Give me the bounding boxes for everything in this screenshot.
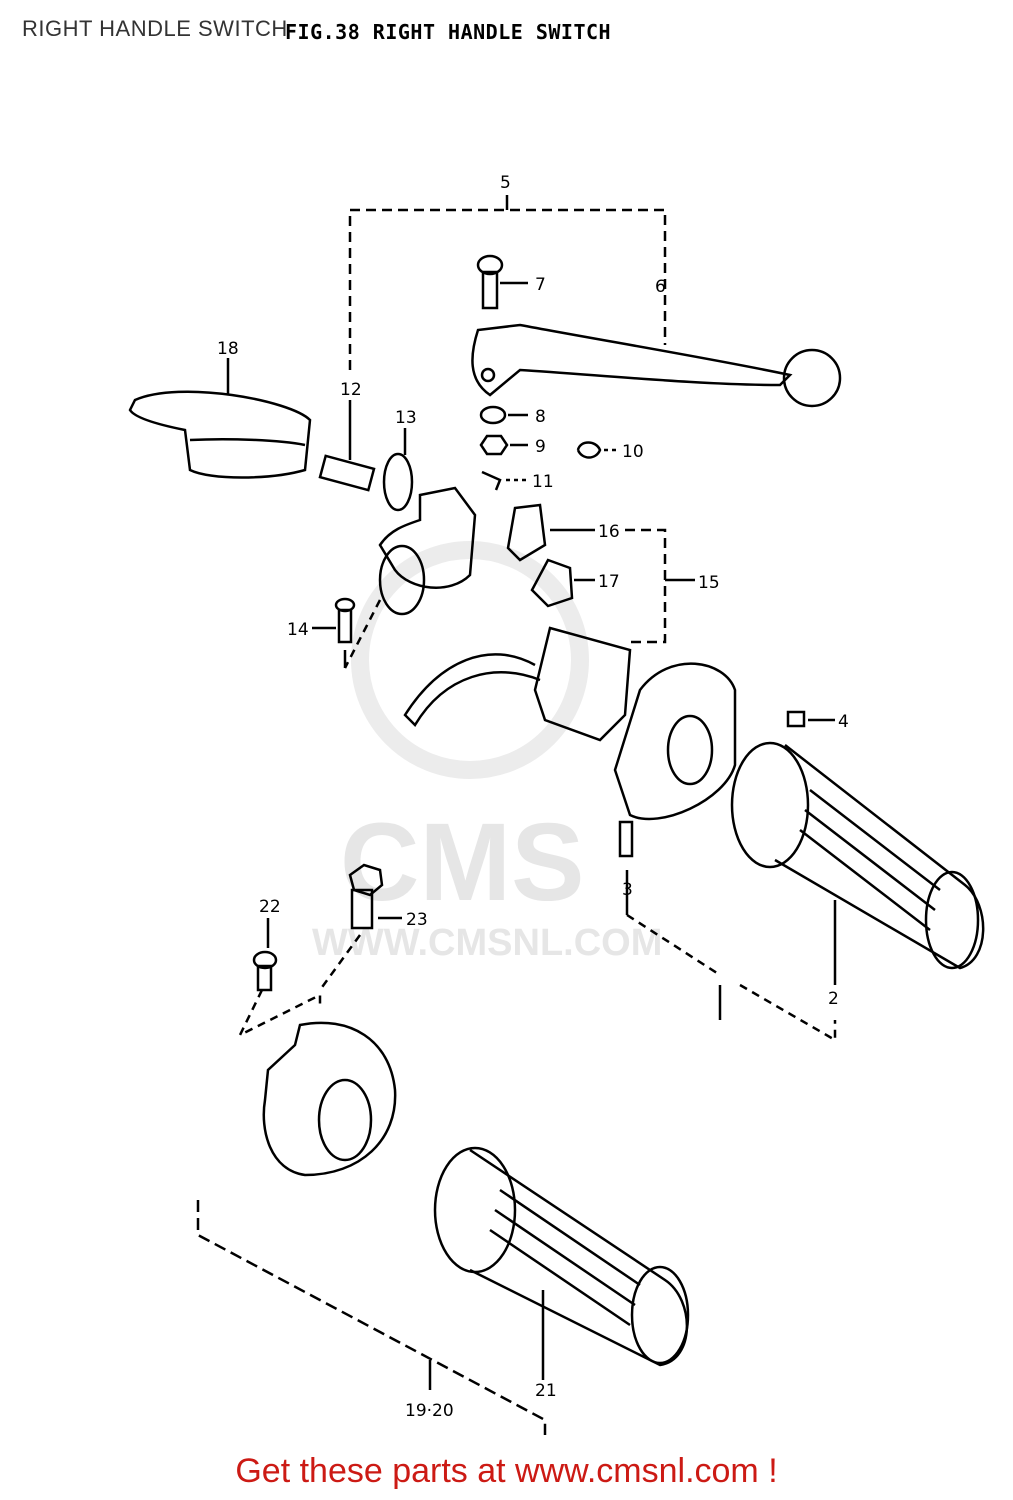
part-label-19-20: 19·20 bbox=[405, 1401, 454, 1421]
bracket-screw-part bbox=[334, 597, 356, 644]
part-label-14: 14 bbox=[287, 620, 309, 640]
screw-3-part bbox=[618, 820, 634, 858]
part-label-15: 15 bbox=[698, 573, 720, 593]
watermark-logo-text: CMS bbox=[340, 801, 584, 924]
part-label-11: 11 bbox=[532, 472, 554, 492]
part-label-10: 10 bbox=[622, 442, 644, 462]
footer-parts-link[interactable]: Get these parts at www.cmsnl.com ! bbox=[235, 1452, 778, 1490]
part-label-12: 12 bbox=[340, 380, 362, 400]
lever-bracket-part bbox=[378, 486, 477, 616]
clip-part bbox=[576, 441, 602, 459]
adjuster-screw-part bbox=[318, 454, 376, 492]
bracket-5 bbox=[348, 208, 667, 370]
part-label-6: 6 bbox=[655, 277, 666, 297]
pivot-bolt-part bbox=[476, 254, 504, 310]
screw-22-part bbox=[252, 950, 278, 992]
bolt-23-part bbox=[348, 863, 384, 930]
lever-cover-part bbox=[128, 390, 312, 479]
washer-part bbox=[479, 405, 507, 425]
part-label-4: 4 bbox=[838, 712, 849, 732]
throttle-grip-upper-part bbox=[730, 741, 985, 970]
lower-housing-part bbox=[262, 1021, 397, 1177]
pin-part bbox=[481, 470, 502, 491]
switch-housing-part bbox=[403, 626, 632, 742]
part-label-2: 2 bbox=[828, 989, 839, 1009]
part-label-23: 23 bbox=[406, 910, 428, 930]
part-label-18: 18 bbox=[217, 339, 239, 359]
nut-part bbox=[479, 434, 509, 456]
brake-lever-part bbox=[471, 323, 842, 408]
part-label-17: 17 bbox=[598, 572, 620, 592]
lock-ring-part bbox=[382, 452, 414, 512]
part-label-5: 5 bbox=[500, 173, 511, 193]
part-label-16: 16 bbox=[598, 522, 620, 542]
switch-17-part bbox=[530, 558, 574, 608]
part-label-13: 13 bbox=[395, 408, 417, 428]
throttle-grip-lower-part bbox=[433, 1146, 690, 1367]
throttle-housing-part bbox=[613, 662, 737, 821]
figure-title: FIG.38 RIGHT HANDLE SWITCH bbox=[285, 20, 612, 44]
part-label-9: 9 bbox=[535, 437, 546, 457]
part-label-7: 7 bbox=[535, 275, 546, 295]
part-label-3: 3 bbox=[622, 880, 633, 900]
cms-watermark: CMS WWW.CMSNL.COM bbox=[312, 541, 662, 964]
part-label-21: 21 bbox=[535, 1381, 557, 1401]
part-label-8: 8 bbox=[535, 407, 546, 427]
stopper-part bbox=[786, 710, 806, 728]
switch-16-part bbox=[506, 503, 547, 562]
part-labels: 5 6 7 8 9 10 11 12 13 14 15 16 17 18 4 3… bbox=[217, 173, 849, 1421]
page-heading: RIGHT HANDLE SWITCH bbox=[22, 16, 288, 41]
part-label-22: 22 bbox=[259, 897, 281, 917]
